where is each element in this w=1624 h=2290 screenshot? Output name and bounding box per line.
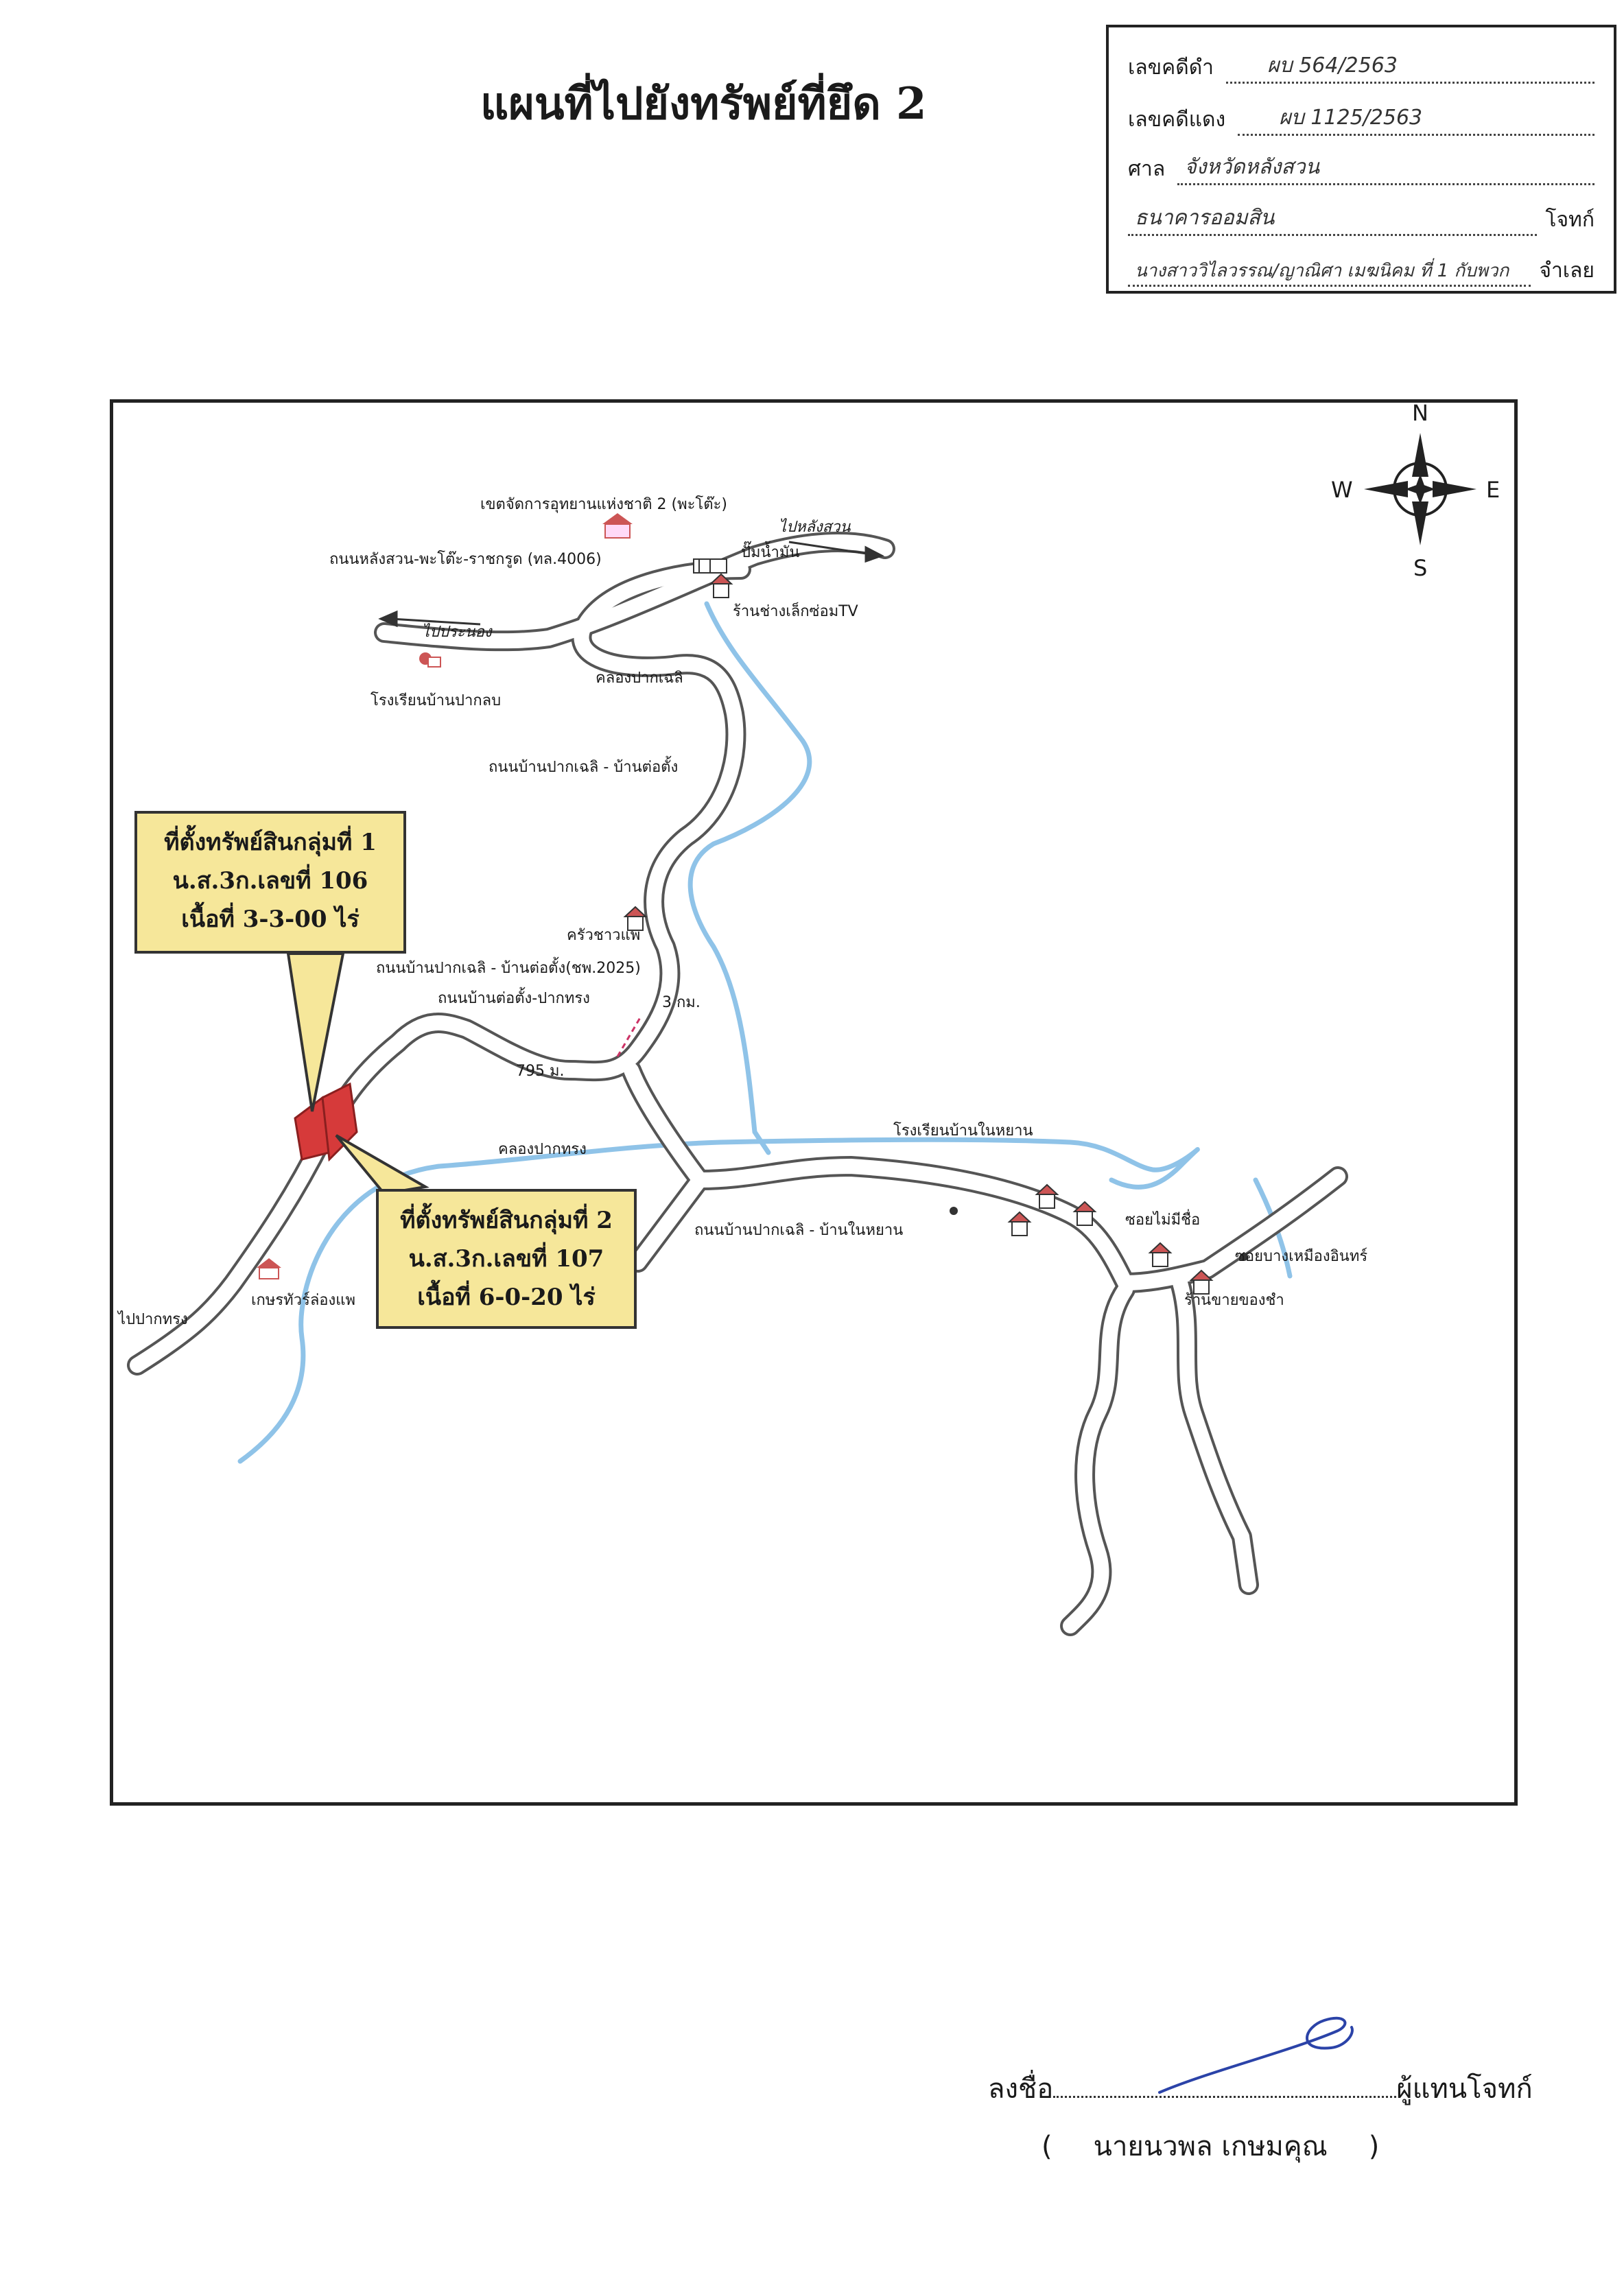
label-to-pranong: ไปประนอง	[422, 623, 493, 641]
arrow-to-pranong	[378, 610, 481, 628]
school-icon	[419, 652, 441, 668]
parcel-group-2	[321, 1082, 358, 1162]
map-frame	[110, 399, 1518, 1806]
signature-line: ลงชื่อ ผู้แทนโจทก์	[988, 2066, 1533, 2110]
red-case-number: ผบ 1125/2563	[1238, 102, 1594, 136]
label-road-pakkhlej-tortang: ถนนบ้านปากเฉลิ - บ้านต่อตั้ง	[489, 756, 678, 776]
label-school-naiyahan: โรงเรียนบ้านในหยาน	[893, 1122, 1033, 1140]
callout-pointer-1	[286, 952, 345, 1112]
label-canal-pakthong: คลองปากทรง	[498, 1141, 587, 1158]
gas-station-icon	[693, 558, 727, 574]
label-to-pakthong: ไปปากทรง	[117, 1310, 188, 1328]
signer-role: ผู้แทนโจทก์	[1396, 2073, 1533, 2105]
callout-pointer-2	[335, 1134, 429, 1196]
house-icon	[709, 573, 733, 598]
label-alley-unnamed: ซอยไม่มีชื่อ	[1125, 1209, 1200, 1229]
direction-arrows	[378, 541, 884, 628]
house-icon	[1007, 1211, 1032, 1236]
arrow-to-langsuan	[788, 541, 884, 563]
house-icon	[1035, 1183, 1059, 1209]
house-icon	[1072, 1201, 1097, 1226]
landmarks	[257, 513, 1248, 1295]
label-raft-resort: เกษรทัวร์ล่องแพ	[251, 1292, 355, 1309]
compass-rose: N S W E	[1331, 400, 1500, 581]
label-tv-shop: ร้านช่างเล็กซ่อมTV	[733, 601, 858, 620]
defendant-name: นางสาววิไลวรรณ/ญาณิศา เมฆนิคม ที่ 1 กับพ…	[1128, 257, 1531, 287]
label-school-paklob: โรงเรียนบ้านปากลบ	[370, 692, 501, 709]
house-icon	[1189, 1269, 1214, 1295]
callout-2-title: ที่ตั้งทรัพย์สินกลุ่มที่ 2	[400, 1207, 613, 1234]
label-road-chp2025: ถนนบ้านปากเฉลิ - บ้านต่อตั้ง(ชพ.2025)	[376, 957, 641, 977]
callout-2-deed: น.ส.3ก.เลขที่ 107	[408, 1245, 604, 1273]
open-paren: (	[1042, 2131, 1052, 2162]
compass-n: N	[1412, 400, 1428, 426]
compass-w: W	[1331, 477, 1353, 503]
black-case-label: เลขคดีดำ	[1128, 56, 1214, 80]
sign-label: ลงชื่อ	[988, 2073, 1054, 2105]
signature-scribble	[1158, 2016, 1354, 2094]
label-grocery: ร้านขายของชำ	[1184, 1292, 1284, 1309]
callout-2-area: เนื้อที่ 6-0-20 ไร่	[417, 1284, 596, 1311]
red-case-label: เลขคดีแดง	[1128, 108, 1226, 132]
court-name: จังหวัดหลังสวน	[1177, 151, 1594, 185]
landmark-dot	[1240, 1253, 1248, 1261]
black-case-number: ผบ 564/2563	[1226, 49, 1594, 84]
page-title: แผนที่ไปยังทรัพย์ที่ยึด 2	[480, 78, 927, 130]
house-icon	[1148, 1242, 1173, 1267]
signer-name-line: ( นายนวพล เกษมคุณ)	[1042, 2124, 1379, 2168]
map-labels: เขตจัดการอุทยานแห่งชาติ 2 (พะโต๊ะ) ไปหลั…	[117, 495, 1367, 1328]
court-row: ศาล จังหวัดหลังสวน	[1128, 144, 1594, 185]
label-road-pakkhlej-naiyahan: ถนนบ้านปากเฉลิ - บ้านในหยาน	[694, 1221, 903, 1239]
callout-group-2: ที่ตั้งทรัพย์สินกลุ่มที่ 2 น.ส.3ก.เลขที่…	[376, 1189, 637, 1329]
black-case-row: เลขคดีดำ ผบ 564/2563	[1128, 43, 1594, 84]
label-park-office: เขตจัดการอุทยานแห่งชาติ 2 (พะโต๊ะ)	[480, 495, 727, 513]
callout-1-title: ที่ตั้งทรัพย์สินกลุ่มที่ 1	[164, 829, 377, 856]
court-label: ศาล	[1128, 157, 1166, 181]
house-icon	[623, 906, 648, 931]
label-to-langsuan: ไปหลังสวน	[779, 518, 851, 536]
distance-marker	[616, 1015, 643, 1057]
label-dist-3km: 3 กม.	[662, 994, 701, 1011]
defendant-suffix: จำเลย	[1539, 259, 1594, 283]
plaintiff-name: ธนาคารออมสิน	[1128, 202, 1538, 236]
signer-name: นายนวพล เกษมคุณ	[1093, 2131, 1328, 2162]
plaintiff-suffix: โจทก์	[1545, 208, 1594, 232]
park-office-icon	[602, 513, 633, 539]
plaintiff-row: ธนาคารออมสิน โจทก์	[1128, 195, 1594, 236]
label-gas-station: ปั๊มน้ำมัน	[741, 541, 799, 561]
defendant-row: นางสาววิไลวรรณ/ญาณิศา เมฆนิคม ที่ 1 กับพ…	[1128, 246, 1594, 287]
label-road-tortang-pakthong: ถนนบ้านต่อตั้ง-ปากทรง	[438, 987, 590, 1007]
landmark-dot	[950, 1207, 958, 1215]
callout-1-deed: น.ส.3ก.เลขที่ 106	[172, 867, 368, 895]
label-alley-bangmuang: ซอยบางเหมืองอินทร์	[1235, 1248, 1367, 1265]
river-pakkhlej	[687, 601, 812, 1155]
callout-1-area: เนื้อที่ 3-3-00 ไร่	[181, 906, 360, 933]
river-main	[237, 1137, 1200, 1464]
label-restaurant: ครัวชาวแพ	[567, 927, 640, 944]
close-paren: )	[1368, 2131, 1380, 2162]
red-case-row: เลขคดีแดง ผบ 1125/2563	[1128, 95, 1594, 136]
label-canal-pakkhlej: คลองปากเฉลิ	[596, 670, 683, 687]
label-dist-795m: 795 ม.	[516, 1063, 564, 1080]
label-main-road: ถนนหลังสวน-พะโต๊ะ-ราชกรูด (ทล.4006)	[329, 550, 602, 568]
callout-group-1: ที่ตั้งทรัพย์สินกลุ่มที่ 1 น.ส.3ก.เลขที่…	[134, 811, 406, 954]
compass-e: E	[1486, 477, 1500, 503]
resort-icon	[257, 1258, 281, 1279]
case-info-box: เลขคดีดำ ผบ 564/2563 เลขคดีแดง ผบ 1125/2…	[1106, 25, 1616, 294]
compass-s: S	[1413, 555, 1427, 581]
